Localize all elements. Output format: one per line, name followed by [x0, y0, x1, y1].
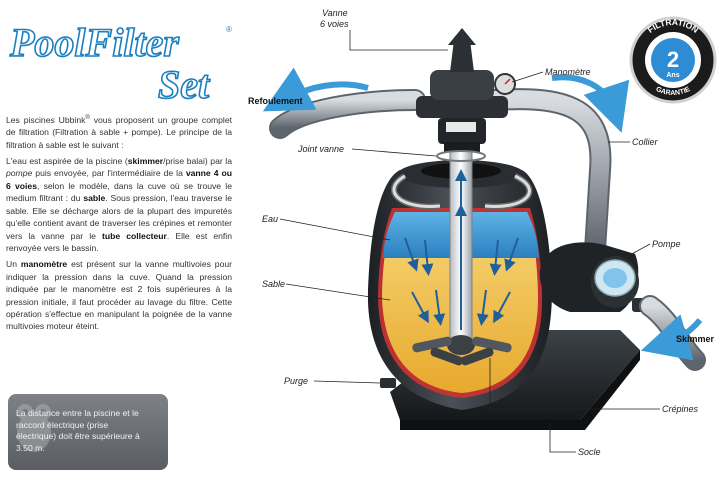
p2-f: . Elle est enfin renvoyée vers le bassin… [6, 230, 233, 253]
label-sable: Sable [262, 279, 285, 289]
logo-line1: PoolFilter [9, 20, 179, 65]
leader-eau [279, 218, 391, 241]
p2-vanne: vanne 4 ou 6 voies [6, 168, 233, 191]
leader-purge [313, 380, 381, 384]
p2-a: L'eau est aspirée de la piscine ( [6, 156, 128, 167]
p2-c: puis envoyée, par l'intermédiaire de la [32, 168, 186, 179]
intro-text: Les piscines Ubbink® vous proposent un g… [6, 112, 232, 337]
label-refoulement: Refoulement [248, 96, 303, 106]
label-vanne-l2: 6 voies [320, 19, 349, 29]
note-text: La distance entre la piscine et le racco… [16, 408, 140, 453]
p2-skimmer: skimmer [127, 156, 164, 167]
badge-number: 2 [667, 47, 679, 72]
vanne-6-voies [416, 28, 516, 152]
p2-e: . Sous pression, l'eau traverse le sable… [6, 193, 233, 241]
crepines [412, 335, 512, 366]
frog-mascot-icon [17, 404, 51, 452]
logo-reg: ® [226, 25, 232, 34]
poolfilter-logo: PoolFilter ® Set [8, 8, 238, 108]
p2-pompe: pompe [6, 168, 33, 179]
leader-socle [549, 422, 576, 453]
flow-arrows-blue [262, 67, 703, 361]
label-eau: Eau [262, 214, 278, 224]
p2-b: /prise balai) par la [163, 156, 232, 167]
refoulement-pipe [269, 89, 426, 139]
leader-vanne [349, 30, 448, 51]
p3-b: est présent sur la vanne multivoies pour… [6, 259, 232, 332]
flow-arrows-down [404, 237, 519, 326]
label-collier: Collier [632, 137, 659, 147]
leader-crepines [489, 358, 660, 410]
label-purge: Purge [284, 376, 308, 386]
pompe [539, 242, 656, 312]
p1-a: Les piscines Ubbink [6, 114, 86, 125]
return-pipe [484, 88, 612, 261]
label-manometre: Manomètre [545, 67, 591, 77]
p3-mano: manomètre [20, 259, 68, 270]
p1-reg: ® [85, 115, 90, 121]
leader-manometre [511, 71, 544, 83]
label-joint: Joint vanne [297, 144, 344, 154]
label-crepines: Crépines [662, 404, 699, 414]
intro-p2: L'eau est aspirée de la piscine (skimmer… [6, 155, 232, 254]
filter-diagram: FILTRATION GARANTIE 2 Ans [240, 0, 720, 486]
label-vanne-l1: Vanne [322, 8, 348, 18]
collector-tube [449, 149, 473, 341]
leader-pompe [627, 243, 651, 257]
label-skimmer: Skimmer [676, 334, 715, 344]
badge-bottom: GARANTIE [655, 86, 692, 97]
label-pompe: Pompe [652, 239, 681, 249]
joint-vanne [436, 150, 486, 162]
p2-d: , selon le modèle, dans la cuve où se tr… [6, 180, 232, 204]
label-socle: Socle [578, 447, 601, 457]
intro-p3: Un manomètre est présent sur la vanne mu… [6, 258, 232, 332]
intro-p1: Les piscines Ubbink® vous proposent un g… [6, 112, 232, 151]
logo-line2: Set [158, 62, 211, 107]
leader-sable [285, 283, 391, 301]
distance-note: La distance entre la piscine et le racco… [8, 394, 168, 470]
guarantee-badge: FILTRATION GARANTIE 2 Ans [629, 16, 717, 104]
badge-unit: Ans [666, 72, 679, 79]
p1-b: vous proposent un groupe complet de filt… [6, 114, 232, 150]
leader-joint [351, 148, 437, 157]
p2-sable: sable [83, 193, 106, 204]
p2-tube: tube collecteur [102, 230, 167, 241]
p3-a: Un [6, 259, 21, 270]
purge [380, 378, 396, 388]
